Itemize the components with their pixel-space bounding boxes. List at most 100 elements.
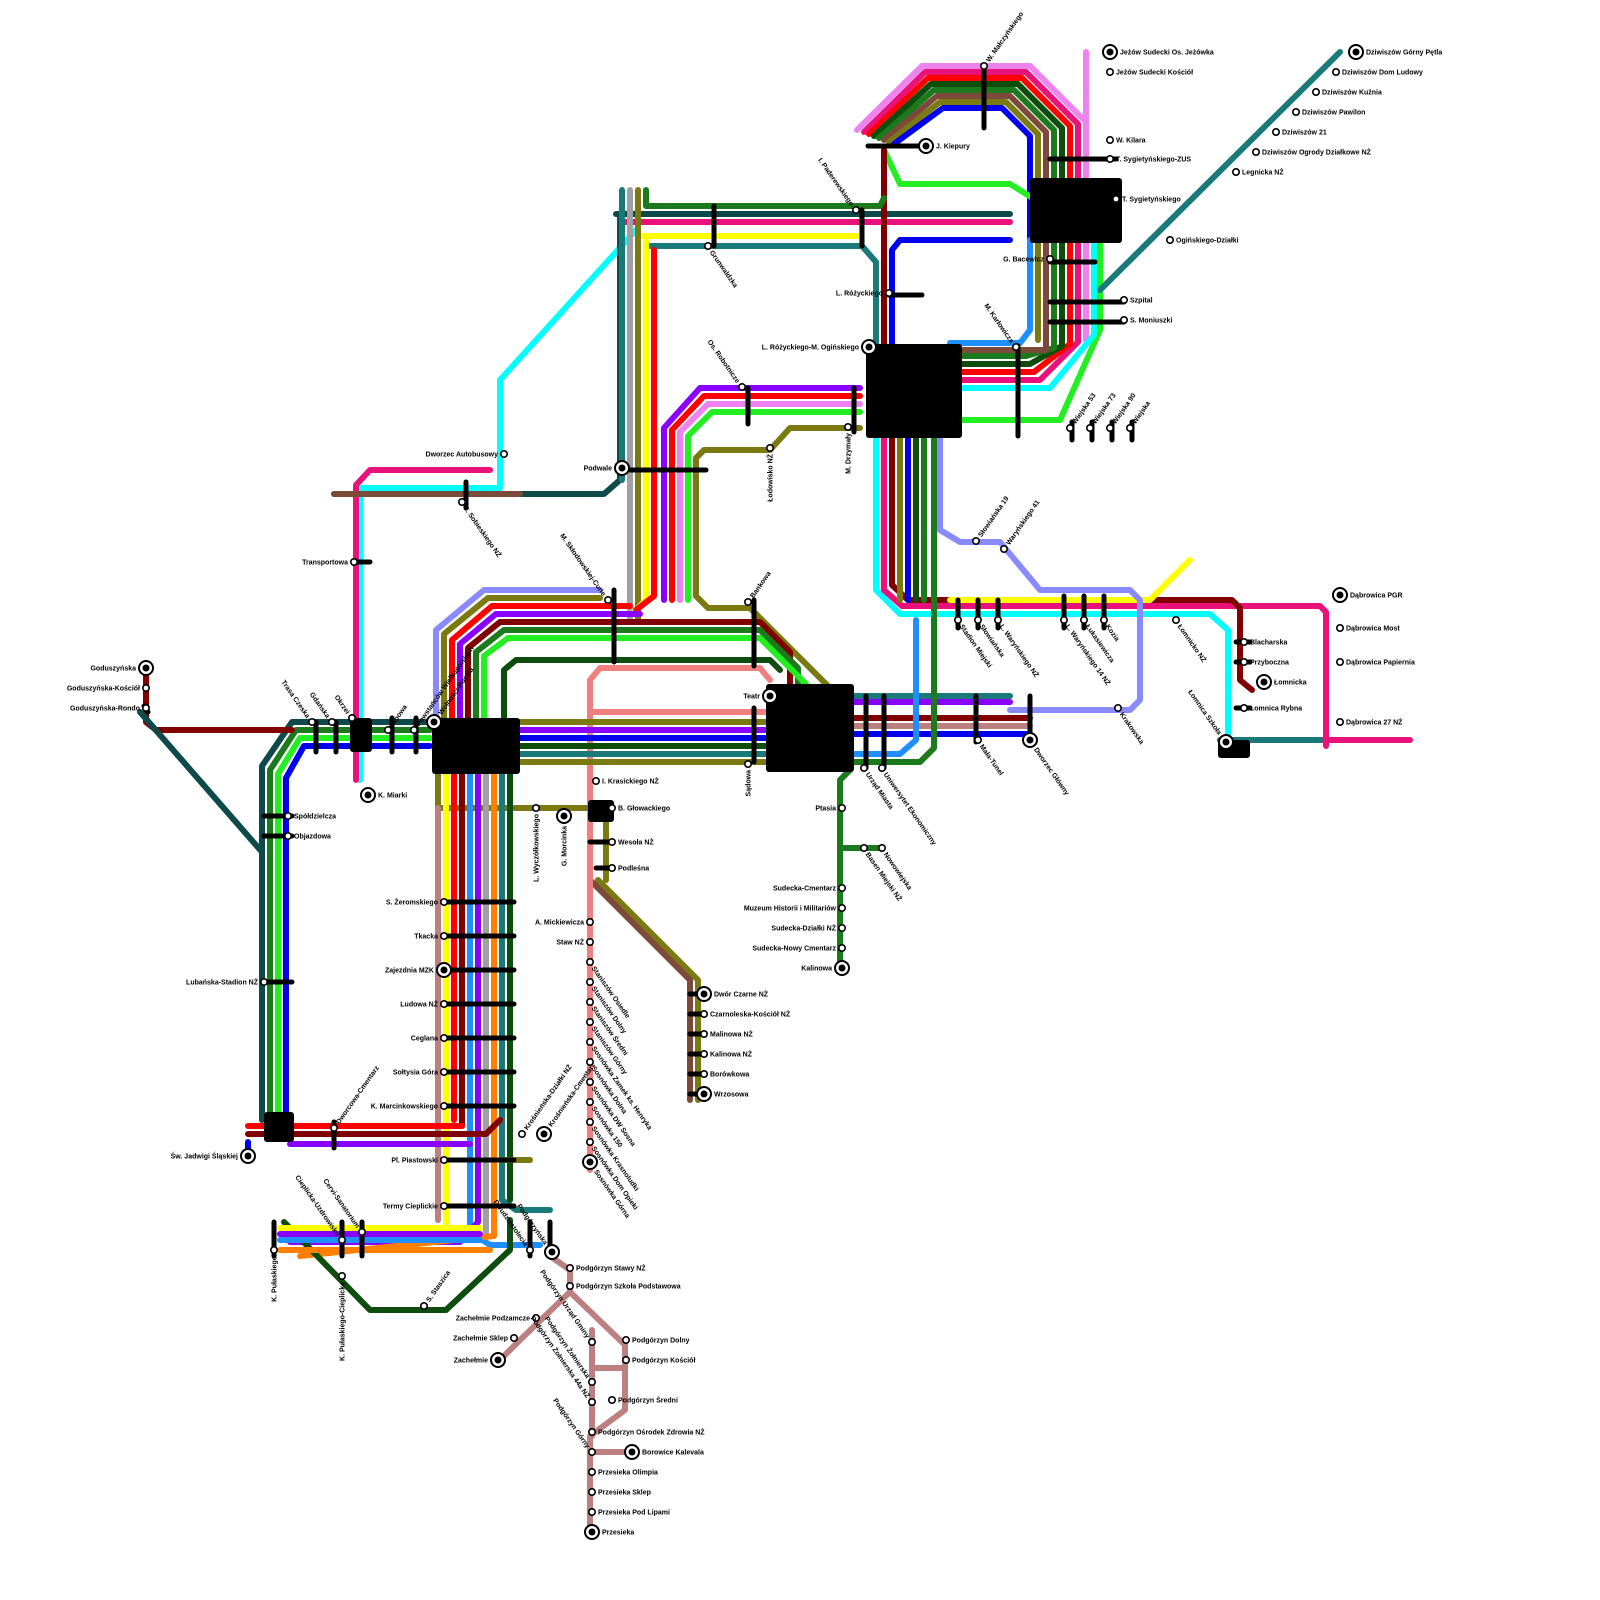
stop-marker-icon — [1107, 425, 1113, 431]
station-s68[interactable]: Sudecka-Nowy Cmentarz — [752, 945, 845, 953]
stop-marker-icon — [587, 1119, 593, 1125]
station-label: Lubańska-Stadion NŻ — [186, 979, 259, 987]
station-label: Jeżów Sudecki Kościół — [1116, 70, 1193, 77]
station-s67[interactable]: Sudecka-Działki NŻ — [771, 925, 845, 933]
stop-marker-icon — [1107, 69, 1113, 75]
stop-marker-icon — [1241, 639, 1247, 645]
station-s116[interactable]: K. Marcinkowskiego — [371, 1103, 447, 1111]
station-s4[interactable]: T. Sygietyńskiego-ZUS — [1107, 156, 1192, 164]
stop-marker-icon — [623, 1357, 629, 1363]
station-s85[interactable]: I. Krasickiego NŻ — [593, 778, 660, 786]
stop-marker-icon — [1273, 129, 1279, 135]
station-label: Kalinowa — [801, 966, 832, 973]
station-s134[interactable]: Podgórzyn Kościół — [623, 1357, 696, 1365]
stop-marker-icon — [767, 445, 773, 451]
station-s25[interactable]: Dziwiszów Kuźnia — [1313, 89, 1382, 97]
stop-marker-icon — [143, 705, 149, 711]
station-s54[interactable]: Dąbrowica Most — [1337, 625, 1401, 633]
stop-marker-icon — [1121, 317, 1127, 323]
station-label: S. Moniuszki — [1130, 318, 1172, 325]
station-s38[interactable]: Sądowa — [745, 761, 753, 797]
station-s133[interactable]: Podgórzyn Dolny — [623, 1337, 690, 1345]
station-label: Dziwiszów Ogrody Działkowe NŻ — [1262, 149, 1372, 157]
station-s5[interactable]: T. Sygietyńskiego — [1113, 196, 1181, 204]
station-s30[interactable]: Ogińskiego-Działki — [1167, 237, 1239, 245]
station-label: Goduszyńska-Kościół — [67, 686, 140, 693]
station-s142[interactable]: Przesieka Olimpia — [589, 1469, 658, 1477]
station-s143[interactable]: Przesieka Sklep — [589, 1489, 651, 1497]
station-s56[interactable]: Dąbrowica 27 NŻ — [1337, 719, 1403, 727]
station-s72[interactable]: Goduszyńska-Rondo — [70, 705, 149, 713]
station-label: Objazdowa — [294, 834, 331, 841]
station-s65[interactable]: Sudecka-Cmentarz — [773, 885, 845, 893]
station-s55[interactable]: Dąbrowica Papiernia — [1337, 659, 1415, 667]
station-s131[interactable]: Zachełmie Sklep — [453, 1335, 517, 1343]
station-s82[interactable]: Lubańska-Stadion NŻ — [186, 979, 267, 987]
station-label: A. Mickiewicza — [535, 920, 584, 927]
station-label: Podgórzyn Średni — [618, 1396, 678, 1405]
station-label: Kalinowa NŻ — [710, 1051, 753, 1059]
station-label: Przesieka — [602, 1530, 634, 1537]
stop-marker-icon — [1167, 237, 1173, 243]
stop-marker-icon — [839, 925, 845, 931]
station-s66[interactable]: Muzeum Historii i Militariów — [744, 905, 845, 913]
terminal-dot-icon — [143, 665, 150, 672]
terminal-dot-icon — [1353, 49, 1360, 56]
station-label: Legnicka NŻ — [1242, 169, 1284, 177]
station-s144[interactable]: Przesieka Pod Lipami — [589, 1509, 670, 1517]
stop-marker-icon — [845, 424, 851, 430]
station-s71[interactable]: Goduszyńska-Kościół — [67, 685, 149, 693]
station-s86[interactable]: B. Głowackiego — [609, 805, 670, 813]
station-label: Przesieka Olimpia — [598, 1470, 658, 1477]
station-s12[interactable]: Szpital — [1121, 297, 1153, 305]
stop-marker-icon — [701, 1071, 707, 1077]
station-s2[interactable]: Jeżów Sudecki Kościół — [1107, 69, 1193, 77]
station-s128[interactable]: Podgórzyn Stawy NŻ — [567, 1265, 647, 1273]
station-s124[interactable]: K. Pułaskiego-Cieplicka — [339, 1273, 347, 1361]
terminal-dot-icon — [1107, 49, 1114, 56]
station-label: Sądowa — [746, 770, 753, 797]
station-s137[interactable]: Podgórzyn Średni — [609, 1396, 678, 1405]
stop-marker-icon — [1101, 617, 1107, 623]
stop-marker-icon — [351, 559, 357, 565]
terminal-dot-icon — [1027, 737, 1034, 744]
station-s62[interactable]: Ptasia — [815, 805, 845, 813]
stop-marker-icon — [879, 765, 885, 771]
stop-marker-icon — [981, 63, 987, 69]
station-s139[interactable]: Podgórzyn Ośrodek Zdrowia NŻ — [589, 1429, 705, 1437]
stop-marker-icon — [1115, 705, 1121, 711]
terminal-dot-icon — [365, 792, 372, 799]
stop-marker-icon — [1067, 425, 1073, 431]
station-s130[interactable]: Zachełmie Podzamcze — [456, 1315, 540, 1323]
stop-marker-icon — [705, 243, 711, 249]
stop-marker-icon — [609, 805, 615, 811]
stop-marker-icon — [587, 1099, 593, 1105]
station-label: Dziwiszów Kuźnia — [1322, 90, 1382, 97]
stop-marker-icon — [441, 933, 447, 939]
stop-marker-icon — [501, 451, 507, 457]
station-label: Sudecka-Cmentarz — [773, 886, 837, 893]
station-s31[interactable]: Dworzec Autobusowy — [426, 451, 508, 459]
station-s87[interactable]: L. Wyczółkowskiego — [533, 805, 541, 882]
station-label: Sudecka-Działki NŻ — [771, 925, 836, 933]
station-s51[interactable]: Łomnica Rybna — [1241, 705, 1302, 713]
terminal-dot-icon — [541, 1131, 548, 1138]
station-s26[interactable]: Dziwiszów Pawilon — [1293, 109, 1366, 117]
stop-marker-icon — [441, 899, 447, 905]
station-s111[interactable]: Tkacka — [414, 933, 447, 941]
station-s110[interactable]: S. Żeromskiego — [386, 899, 447, 907]
station-s120[interactable]: Termy Cieplickie — [383, 1203, 447, 1211]
terminal-dot-icon — [923, 143, 930, 150]
terminal-dot-icon — [629, 1449, 636, 1456]
stop-marker-icon — [745, 761, 751, 767]
station-s105[interactable]: Czarnoleska-Kościół NŻ — [701, 1011, 791, 1019]
hub-west — [432, 718, 520, 774]
stop-marker-icon — [589, 1379, 595, 1385]
stop-marker-icon — [349, 715, 355, 721]
stop-marker-icon — [1241, 659, 1247, 665]
station-s28[interactable]: Dziwiszów Ogrody Działkowe NŻ — [1253, 149, 1372, 157]
stop-marker-icon — [339, 1273, 345, 1279]
station-s24[interactable]: Dziwiszów Dom Ludowy — [1333, 69, 1423, 77]
terminal-dot-icon — [495, 1357, 502, 1364]
station-s129[interactable]: Podgórzyn Szkoła Podstawowa — [567, 1283, 681, 1291]
